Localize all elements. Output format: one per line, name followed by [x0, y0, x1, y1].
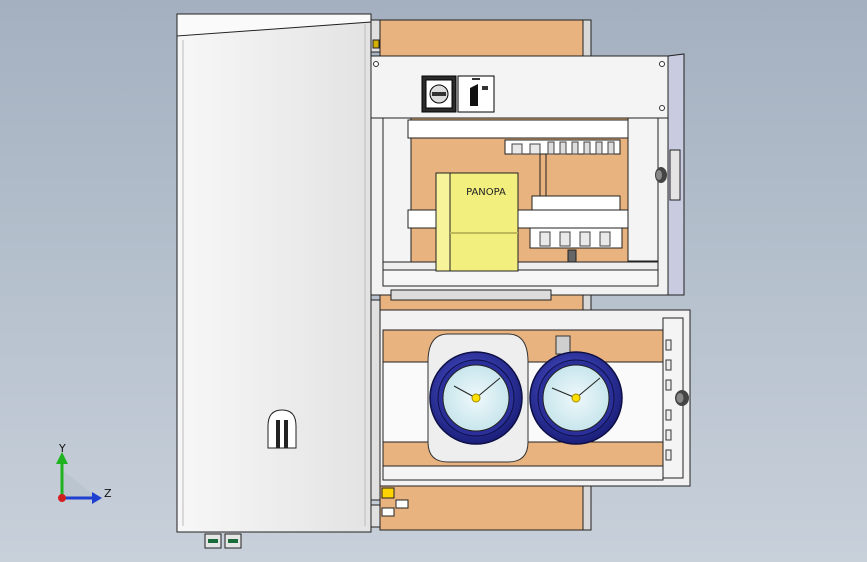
meter-icon: [429, 351, 523, 445]
door-hinge-icon: [370, 19, 381, 53]
main-door[interactable]: [176, 13, 372, 533]
axis-z-label: Z: [104, 487, 112, 500]
ground-terminal: [381, 487, 409, 517]
meter-icon: [529, 351, 623, 445]
door-hinge-icon: [370, 299, 381, 528]
door-lock-icon[interactable]: [267, 409, 297, 449]
label-block: PANOPA: [435, 172, 519, 272]
cable-gland-left: [204, 533, 222, 549]
terminal-block-strip-top: [504, 139, 621, 155]
cable-gland-right: [224, 533, 242, 549]
selector-switch-icon[interactable]: [457, 75, 495, 113]
door-handle-icon[interactable]: [675, 390, 689, 406]
panel-brand-label: PANOPA: [466, 187, 506, 198]
axis-triad-icon: Y Z: [56, 442, 112, 504]
rotary-switch-icon[interactable]: [421, 75, 457, 113]
door-handle-icon[interactable]: [655, 149, 681, 201]
axis-y-label: Y: [58, 442, 66, 455]
upper-swing-frame: [369, 53, 685, 296]
terminal-block-strip-bottom: [529, 195, 623, 263]
